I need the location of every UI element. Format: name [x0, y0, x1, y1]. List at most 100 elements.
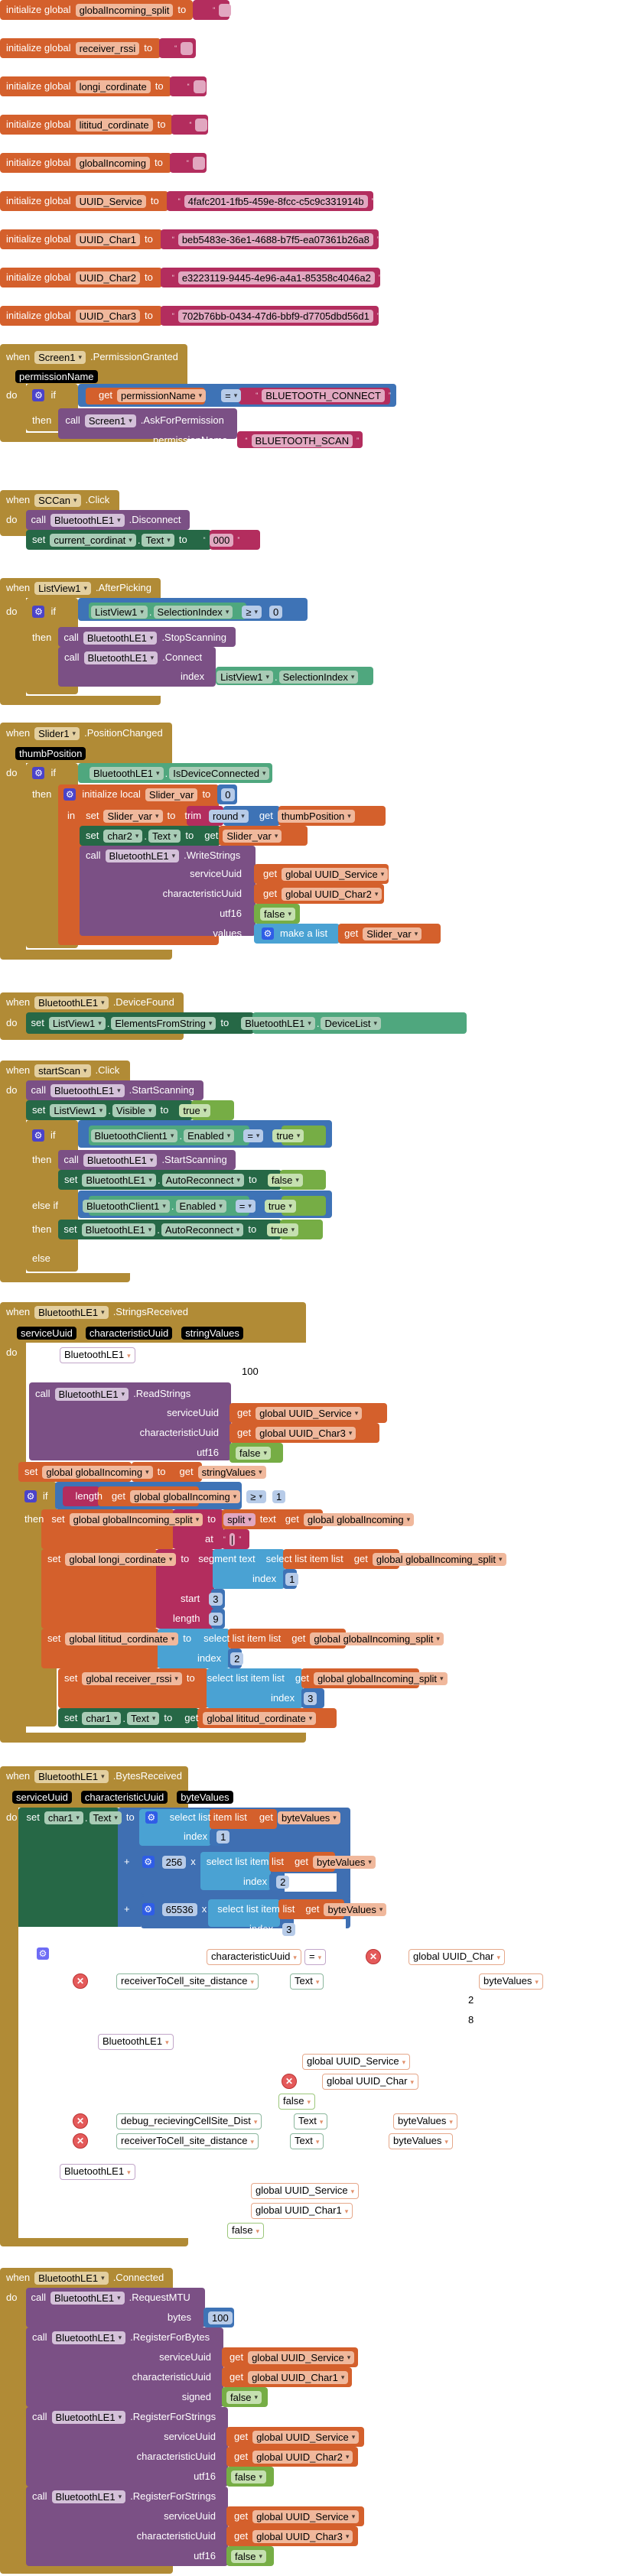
number-field[interactable]: 3: [304, 1691, 317, 1705]
operator-dropdown[interactable]: ≥: [242, 605, 262, 619]
variable-dropdown[interactable]: byteValues: [313, 1855, 376, 1869]
property-dropdown[interactable]: SelectionIndex: [153, 605, 233, 619]
property-dropdown[interactable]: Text: [89, 1811, 122, 1824]
component-dropdown[interactable]: BluetoothLE1: [83, 651, 158, 664]
variable-dropdown[interactable]: global UUID_Service: [256, 1406, 363, 1420]
gear-icon[interactable]: ⚙: [32, 767, 45, 779]
variable-dropdown[interactable]: global globalIncoming: [42, 1465, 153, 1479]
component-dropdown[interactable]: Screen1: [34, 350, 86, 364]
event-parameter[interactable]: permissionName: [15, 369, 98, 383]
gear-icon[interactable]: ⚙: [63, 788, 76, 801]
component-dropdown[interactable]: ListView1: [50, 1103, 107, 1117]
component-dropdown[interactable]: BluetoothLE1: [50, 2291, 125, 2305]
orphan-component-dropdown[interactable]: receiverToCell_site_distance: [116, 2133, 259, 2149]
operator-dropdown[interactable]: =: [243, 1129, 264, 1142]
variable-name-field[interactable]: UUID_Char1: [75, 232, 140, 246]
component-dropdown[interactable]: Slider1: [34, 726, 80, 740]
boolean-dropdown[interactable]: true: [272, 1129, 304, 1142]
component-dropdown[interactable]: BluetoothLE1: [105, 849, 180, 862]
text-value-field[interactable]: [192, 156, 205, 170]
text-block[interactable]: [222, 1529, 249, 1549]
boolean-dropdown[interactable]: true: [179, 1103, 211, 1117]
get-block[interactable]: [210, 1809, 277, 1829]
component-dropdown[interactable]: BluetoothLE1: [34, 1305, 109, 1319]
component-dropdown[interactable]: ListView1: [216, 670, 274, 684]
variable-name-field[interactable]: UUID_Char3: [75, 309, 140, 323]
variable-dropdown[interactable]: global lititud_cordinate: [65, 1632, 179, 1645]
addition-block[interactable]: [118, 1896, 141, 1927]
event-parameter[interactable]: serviceUuid: [12, 1790, 72, 1804]
property-dropdown[interactable]: Text: [148, 829, 181, 843]
split-mode-dropdown[interactable]: split: [223, 1512, 256, 1526]
property-dropdown[interactable]: DeviceList: [321, 1016, 381, 1030]
text-value-field[interactable]: BLUETOOTH_CONNECT: [262, 388, 385, 402]
error-icon[interactable]: ✕: [73, 2113, 88, 2129]
property-dropdown[interactable]: Visible: [112, 1103, 156, 1117]
component-dropdown[interactable]: BluetoothLE1: [82, 1173, 156, 1187]
orphan-component-dropdown[interactable]: debug_recievingCellSite_Dist: [116, 2113, 262, 2129]
orphan-variable-dropdown[interactable]: global UUID_Char: [409, 1949, 506, 1965]
property-dropdown[interactable]: SelectionIndex: [278, 670, 359, 684]
event-parameter[interactable]: characteristicUuid: [80, 1790, 168, 1804]
text-value-field[interactable]: beb5483e-36e1-4688-b7f5-ea07361b26a8: [177, 232, 373, 246]
property-dropdown[interactable]: ElementsFromString: [111, 1016, 216, 1030]
select-list-item-block[interactable]: [208, 1899, 280, 1927]
orphan-variable-dropdown[interactable]: byteValues: [479, 1973, 543, 1990]
text-value-field[interactable]: 4fafc201-1fb5-459e-8fcc-c5c9c331914b: [184, 194, 368, 208]
orphan-boolean-dropdown[interactable]: false: [227, 2223, 264, 2239]
number-field[interactable]: 1: [272, 1489, 286, 1503]
variable-dropdown[interactable]: byteValues: [277, 1811, 340, 1824]
gear-icon[interactable]: ⚙: [142, 1856, 155, 1868]
orphan-component-dropdown[interactable]: BluetoothLE1: [98, 2034, 174, 2050]
component-dropdown[interactable]: BluetoothLE1: [50, 1083, 125, 1097]
component-dropdown[interactable]: current_cordinat: [50, 533, 136, 547]
orphan-property-dropdown[interactable]: Text: [290, 2133, 324, 2149]
boolean-dropdown[interactable]: false: [260, 907, 295, 921]
number-field[interactable]: 0: [269, 605, 283, 619]
orphan-variable-dropdown[interactable]: global UUID_Service: [251, 2183, 360, 2199]
component-dropdown[interactable]: char1: [44, 1811, 83, 1824]
variable-dropdown[interactable]: global globalIncoming_split: [313, 1671, 448, 1685]
component-dropdown[interactable]: BluetoothLE1: [51, 2410, 126, 2424]
number-field[interactable]: 1: [216, 1830, 230, 1843]
property-dropdown[interactable]: Enabled: [184, 1129, 235, 1142]
operator-dropdown[interactable]: =: [221, 388, 242, 402]
component-dropdown[interactable]: BluetoothLE1: [34, 1769, 109, 1783]
component-dropdown[interactable]: BluetoothLE1: [241, 1016, 315, 1030]
variable-name-field[interactable]: UUID_Char2: [75, 271, 140, 284]
orphan-variable-dropdown[interactable]: global UUID_Char: [322, 2074, 419, 2090]
property-dropdown[interactable]: Enabled: [175, 1199, 226, 1213]
operator-dropdown[interactable]: =: [235, 1199, 256, 1213]
component-dropdown[interactable]: BluetoothClient1: [90, 1129, 178, 1142]
variable-dropdown[interactable]: global longi_cordinate: [65, 1552, 177, 1566]
component-dropdown[interactable]: BluetoothLE1: [50, 513, 125, 527]
orphan-property-dropdown[interactable]: Text: [290, 1973, 324, 1990]
error-icon[interactable]: ✕: [366, 1949, 381, 1964]
variable-dropdown[interactable]: Slider_var: [223, 829, 282, 843]
component-dropdown[interactable]: BluetoothLE1: [81, 1223, 156, 1236]
number-field[interactable]: 65536: [161, 1902, 197, 1916]
variable-name-field[interactable]: globalIncoming: [75, 156, 151, 170]
boolean-dropdown[interactable]: true: [264, 1199, 296, 1213]
component-dropdown[interactable]: Screen1: [84, 414, 136, 427]
variable-dropdown[interactable]: global UUID_Char3: [256, 1426, 356, 1440]
select-list-item-block[interactable]: [213, 1549, 285, 1589]
variable-dropdown[interactable]: global UUID_Service: [252, 2430, 360, 2444]
gear-icon[interactable]: ⚙: [24, 1490, 37, 1502]
variable-dropdown[interactable]: Slider_var: [103, 809, 163, 823]
variable-dropdown[interactable]: global UUID_Char2: [282, 887, 382, 901]
component-dropdown[interactable]: BluetoothLE1: [34, 996, 109, 1009]
number-field[interactable]: 256: [161, 1855, 187, 1869]
orphan-variable-dropdown[interactable]: global UUID_Service: [302, 2054, 411, 2070]
gear-icon[interactable]: ⚙: [145, 1811, 158, 1824]
component-dropdown[interactable]: BluetoothLE1: [34, 2271, 109, 2285]
error-icon[interactable]: ✕: [282, 2074, 297, 2089]
orphan-operator-dropdown[interactable]: =: [304, 1949, 327, 1965]
component-dropdown[interactable]: BluetoothLE1: [83, 1153, 158, 1167]
variable-dropdown[interactable]: byteValues: [324, 1902, 387, 1916]
event-parameter[interactable]: characteristicUuid: [85, 1326, 173, 1340]
variable-dropdown[interactable]: thumbPosition: [277, 809, 355, 823]
text-value-field[interactable]: BLUETOOTH_SCAN: [251, 434, 353, 447]
select-list-item-block[interactable]: [207, 1668, 303, 1708]
text-value-field[interactable]: e3223119-9445-4e96-a4a1-85358c4046a2: [177, 271, 375, 284]
